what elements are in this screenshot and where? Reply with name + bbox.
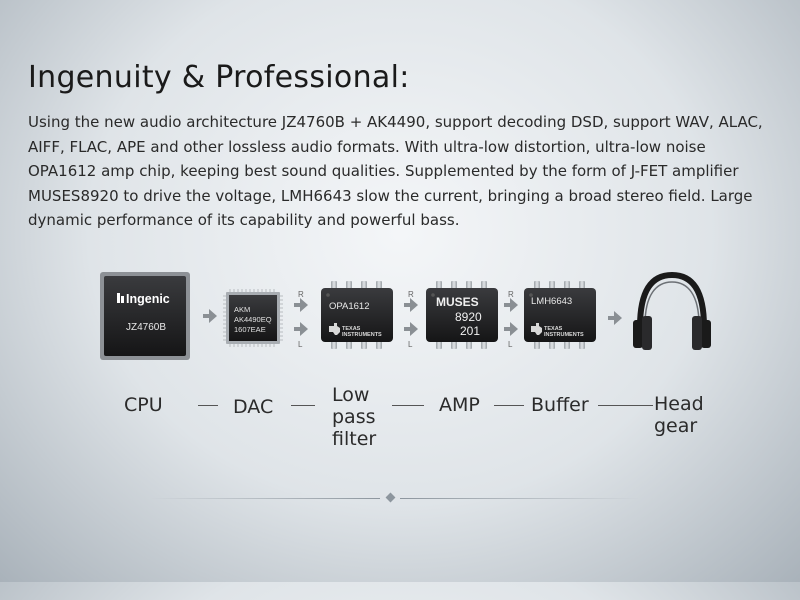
dac-chip-line3: 1607EAE (234, 325, 266, 334)
arrow-right-icon (294, 298, 308, 312)
footer-divider-right (400, 498, 640, 499)
buffer-chip-maker1: TEXAS (544, 326, 563, 332)
description-paragraph: Using the new audio architecture JZ4760B… (28, 113, 763, 229)
arrow-right-icon (294, 322, 308, 336)
cpu-chip-model: JZ4760B (126, 322, 166, 333)
arrow-right-icon (504, 298, 518, 312)
amp-chip-line1: MUSES (436, 295, 479, 309)
dac-chip-line1: AKM (234, 305, 250, 314)
stage-label-cpu: CPU (124, 394, 163, 416)
amp-chip-line3: 201 (460, 324, 480, 338)
stage-label-lowpass-line2: pass (332, 406, 376, 428)
texas-instruments-logo-icon (531, 323, 542, 335)
lowpass-chip-maker1: TEXAS (342, 326, 361, 332)
connector-line (291, 405, 315, 406)
signal-chain-diagram: Ingenic JZ4760B AKM AK4490EQ 1607EAE R L… (100, 271, 711, 360)
footer-divider-left (150, 498, 380, 499)
ingenic-logo-icon (117, 293, 124, 303)
dac-chip: AKM AK4490EQ 1607EAE (223, 289, 283, 347)
stage-label-lowpass-line3: filter (332, 428, 377, 450)
arrow-right-icon (203, 309, 217, 323)
lowpass-chip-model: OPA1612 (329, 301, 370, 312)
channel-label-left: L (408, 340, 413, 349)
buffer-chip-model: LMH6643 (531, 296, 572, 307)
texas-instruments-logo-icon (329, 323, 340, 335)
channel-label-left: L (508, 340, 513, 349)
cpu-chip: Ingenic JZ4760B (100, 272, 190, 360)
channel-label-right: R (508, 290, 514, 299)
stage-label-headgear-line2: gear (654, 415, 698, 437)
arrow-right-icon (404, 298, 418, 312)
page-title: Ingenuity & Professional: (28, 60, 410, 95)
amp-chip-line2: 8920 (455, 310, 482, 324)
stage-label-amp: AMP (439, 394, 480, 416)
stage-label-buffer: Buffer (531, 394, 589, 416)
connector-line (598, 405, 653, 406)
buffer-chip-maker2: INSTRUMENTS (544, 332, 584, 338)
connector-line (198, 405, 218, 406)
connector-line (392, 405, 424, 406)
stage-label-lowpass-line1: Low (332, 384, 370, 406)
connector-line (494, 405, 524, 406)
channel-label-left: L (298, 340, 303, 349)
arrow-right-icon (504, 322, 518, 336)
headphones-icon (633, 271, 711, 350)
cpu-chip-brand: Ingenic (126, 292, 170, 306)
dac-chip-line2: AK4490EQ (234, 315, 272, 324)
stage-label-dac: DAC (233, 396, 274, 418)
arrow-right-icon (404, 322, 418, 336)
lowpass-chip: OPA1612 TEXAS INSTRUMENTS (321, 281, 393, 349)
channel-label-right: R (408, 290, 414, 299)
buffer-chip: LMH6643 TEXAS INSTRUMENTS (524, 281, 596, 349)
lowpass-chip-maker2: INSTRUMENTS (342, 332, 382, 338)
amp-chip: MUSES 8920 201 (426, 281, 498, 349)
stage-label-headgear-line1: Head (654, 393, 704, 415)
channel-label-right: R (298, 290, 304, 299)
arrow-right-icon (608, 311, 622, 325)
